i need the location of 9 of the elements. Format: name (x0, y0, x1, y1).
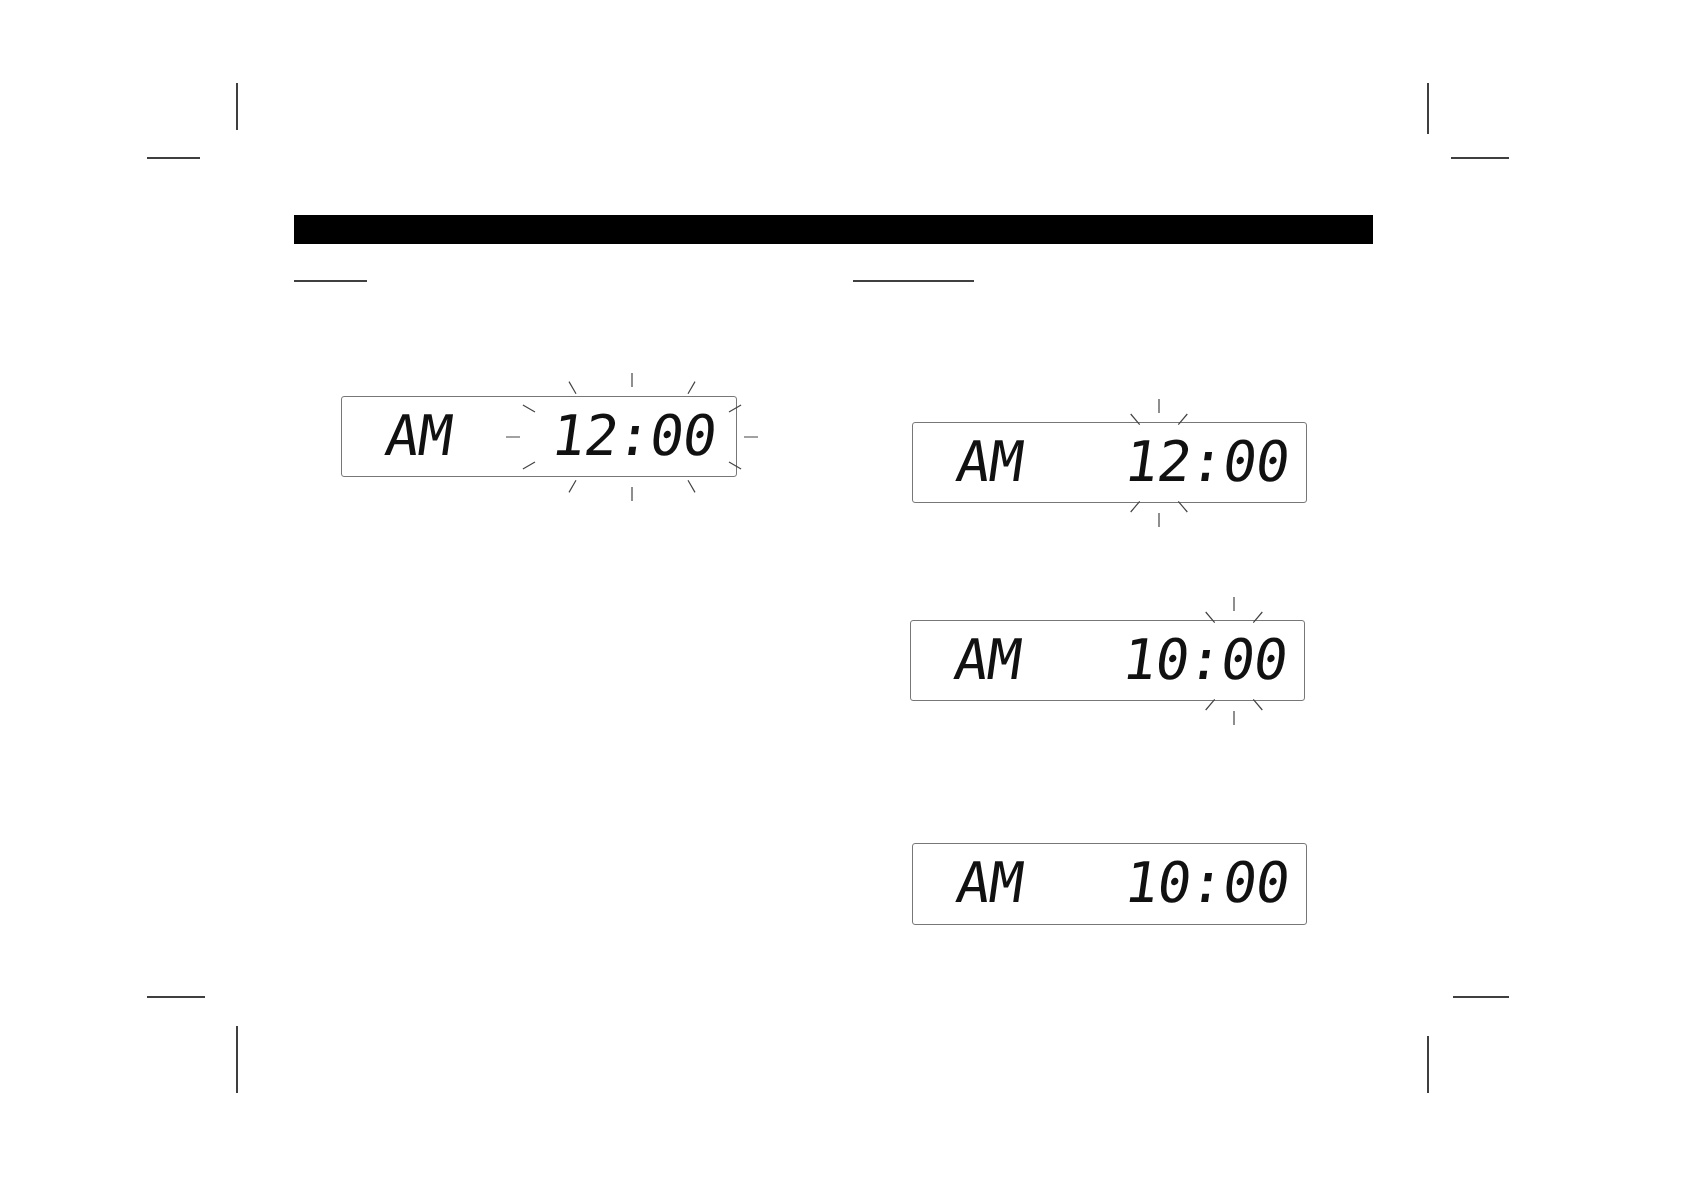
am-indicator: AM (951, 631, 1025, 688)
time-readout: 10:00 (1121, 854, 1293, 911)
am-indicator: AM (953, 854, 1027, 911)
time-readout: 12:00 (548, 407, 720, 464)
am-indicator: AM (382, 407, 456, 464)
time-readout: 10:00 (1119, 631, 1291, 688)
time-readout: 12:00 (1121, 433, 1293, 490)
am-indicator: AM (953, 433, 1027, 490)
lcd-display (912, 843, 1307, 925)
